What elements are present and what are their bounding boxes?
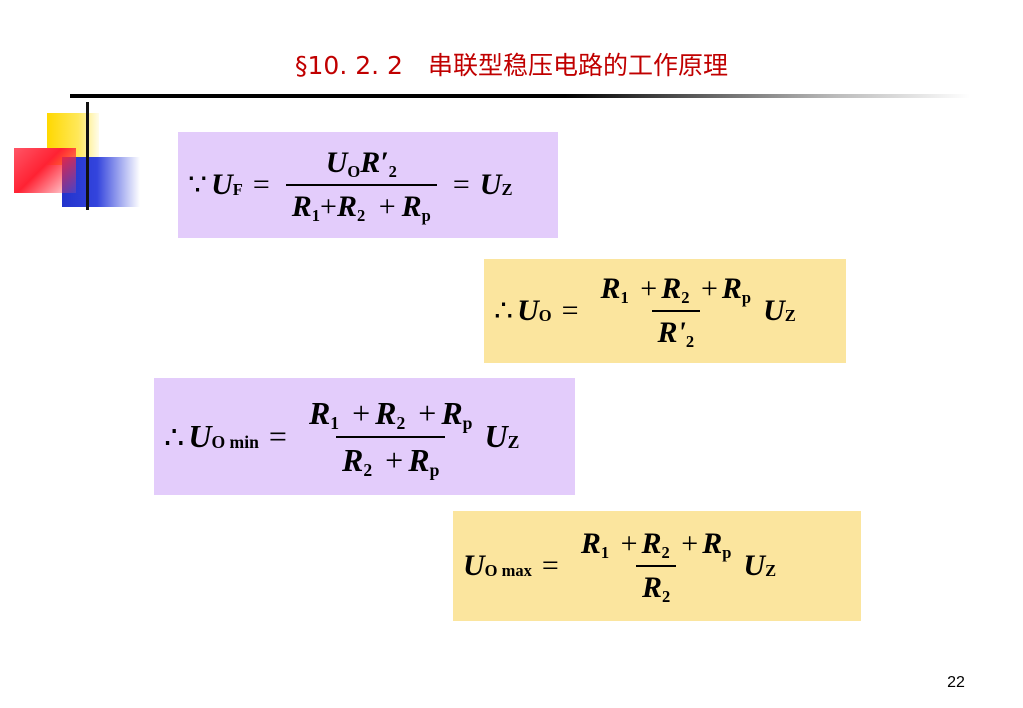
var-r-prime: R′	[360, 146, 389, 179]
subscript: 2	[388, 162, 397, 182]
plus-sign: +	[418, 394, 437, 431]
subscript: 2	[661, 587, 671, 607]
var-r: R	[661, 272, 682, 305]
plus-sign: +	[378, 190, 396, 223]
plus-sign: +	[320, 190, 337, 223]
equals-sign: =	[541, 549, 559, 582]
subscript: O max	[484, 561, 532, 581]
decor-vertical-line	[86, 102, 89, 210]
title-underline	[70, 94, 970, 98]
var-u: U	[763, 294, 785, 327]
equals-sign: =	[252, 168, 270, 201]
plus-sign: +	[681, 527, 699, 560]
var-r: R	[441, 394, 463, 431]
subscript: 2	[396, 413, 406, 434]
var-u: U	[743, 549, 766, 582]
var-u: U	[188, 418, 212, 454]
plus-sign: +	[352, 394, 371, 431]
var-u: U	[479, 168, 502, 201]
decor-red-square	[14, 148, 76, 193]
numerator: R1 +R2 +Rp	[575, 527, 738, 565]
fraction: R1 +R2 +Rp R'2	[595, 272, 758, 352]
numerator: R1 +R2 +Rp	[595, 272, 758, 310]
var-u: U	[517, 294, 539, 327]
var-r: R	[336, 190, 357, 223]
subscript: p	[722, 543, 732, 563]
var-r: R	[401, 190, 422, 223]
var-r: R	[641, 527, 662, 560]
var-u: U	[211, 168, 233, 201]
subscript: 1	[600, 543, 610, 563]
var-u: U	[484, 418, 508, 454]
var-r: R	[308, 394, 331, 431]
plus-sign: +	[620, 527, 638, 560]
subscript: 2	[661, 543, 670, 563]
subscript: 2	[356, 206, 366, 226]
subscript: Z	[765, 561, 777, 581]
subscript: Z	[784, 306, 796, 326]
subscript: Z	[507, 431, 520, 452]
denominator: R1+R2 +Rp	[285, 184, 437, 226]
denominator: R'2	[651, 310, 701, 352]
plus-sign: +	[640, 272, 658, 305]
subscript: 2	[685, 332, 695, 352]
subscript: p	[421, 206, 431, 226]
subscript: p	[741, 288, 752, 308]
subscript: p	[429, 460, 440, 481]
equals-sign: =	[452, 168, 470, 201]
var-r: R	[721, 272, 742, 305]
because-symbol: ∵	[188, 168, 208, 202]
plus-sign: +	[700, 272, 718, 305]
subscript: 1	[330, 413, 340, 434]
var-r-prime: R'	[657, 316, 686, 349]
subscript: 2	[681, 288, 690, 308]
therefore-symbol: ∴	[494, 294, 514, 328]
numerator: R1 +R2 +Rp	[303, 395, 479, 436]
fraction: R1 +R2 +Rp R2	[575, 527, 738, 607]
equals-sign: =	[268, 418, 287, 454]
fraction: R1 +R2 +Rp R2 +Rp	[303, 395, 479, 481]
var-u: U	[325, 146, 348, 179]
var-r: R	[408, 441, 430, 478]
denominator: R2 +Rp	[336, 435, 446, 481]
denominator: R2	[635, 565, 677, 607]
var-r: R	[600, 272, 621, 305]
subscript: F	[232, 180, 243, 200]
slide-title: §10. 2. 2 串联型稳压电路的工作原理	[295, 51, 728, 80]
numerator: UOR′2	[320, 146, 403, 184]
var-r: R	[702, 527, 723, 560]
subscript: O min	[211, 431, 259, 452]
subscript: O	[538, 306, 552, 326]
var-r: R	[342, 441, 364, 478]
subscript: p	[462, 413, 473, 434]
var-r: R	[641, 571, 662, 604]
var-r: R	[291, 190, 312, 223]
plus-sign: +	[385, 441, 404, 478]
subscript: 1	[311, 206, 321, 226]
var-r: R	[375, 394, 397, 431]
subscript: O	[347, 162, 361, 182]
equals-sign: =	[561, 294, 579, 327]
var-u: U	[463, 549, 485, 582]
subscript: 2	[363, 460, 373, 481]
page-number: 22	[947, 674, 965, 691]
subscript: Z	[501, 180, 513, 200]
subscript: 1	[620, 288, 629, 308]
var-r: R	[580, 527, 601, 560]
fraction: UOR′2 R1+R2 +Rp	[285, 146, 437, 226]
therefore-symbol: ∴	[164, 418, 185, 455]
